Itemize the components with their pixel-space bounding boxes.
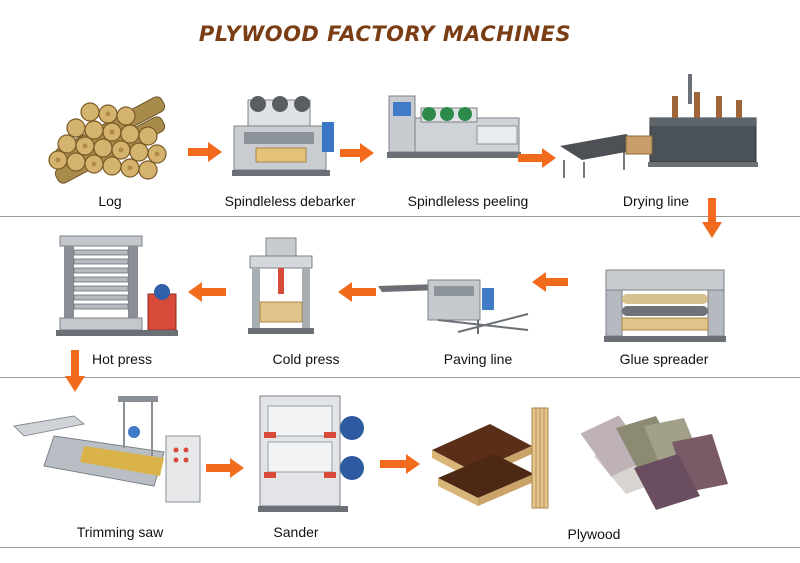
flow-arrow [188,142,222,162]
flow-arrow-down [65,350,85,392]
step-label: Sander [273,524,319,540]
glue-spreader-image [602,266,728,346]
flow-arrow [340,143,374,163]
step-label: Glue spreader [619,351,709,367]
drying-line-image [560,74,762,184]
cold-press-image [246,237,316,338]
flow-arrow [518,148,556,168]
step-label: Trimming saw [76,524,164,540]
diagram-title: PLYWOOD FACTORY MACHINES [198,22,572,46]
step-label: Plywood [567,526,621,542]
flow-arrow [188,282,226,302]
flow-arrow-down [702,198,722,238]
hot-press-image [50,234,180,340]
step-label: Spindleless peeling [407,193,529,209]
spindleless-peeling-image [385,92,525,164]
sander-image [256,392,366,514]
row-divider [0,216,800,217]
spindleless-debarker-image [228,92,338,182]
flow-arrow [532,272,568,292]
trimming-saw-image [12,396,204,508]
step-label: Log [98,193,122,209]
step-label: Paving line [443,351,513,367]
row-divider [0,377,800,378]
flow-arrow [206,458,244,478]
plywood-image [432,404,742,514]
paving-line-image [378,274,534,338]
step-label: Cold press [272,351,340,367]
flow-arrow [338,282,376,302]
step-label: Hot press [92,351,152,367]
step-label: Drying line [622,193,690,209]
step-label: Spindleless debarker [224,193,356,209]
flow-arrow [380,454,420,474]
log-image [40,92,180,192]
row-divider [0,547,800,548]
